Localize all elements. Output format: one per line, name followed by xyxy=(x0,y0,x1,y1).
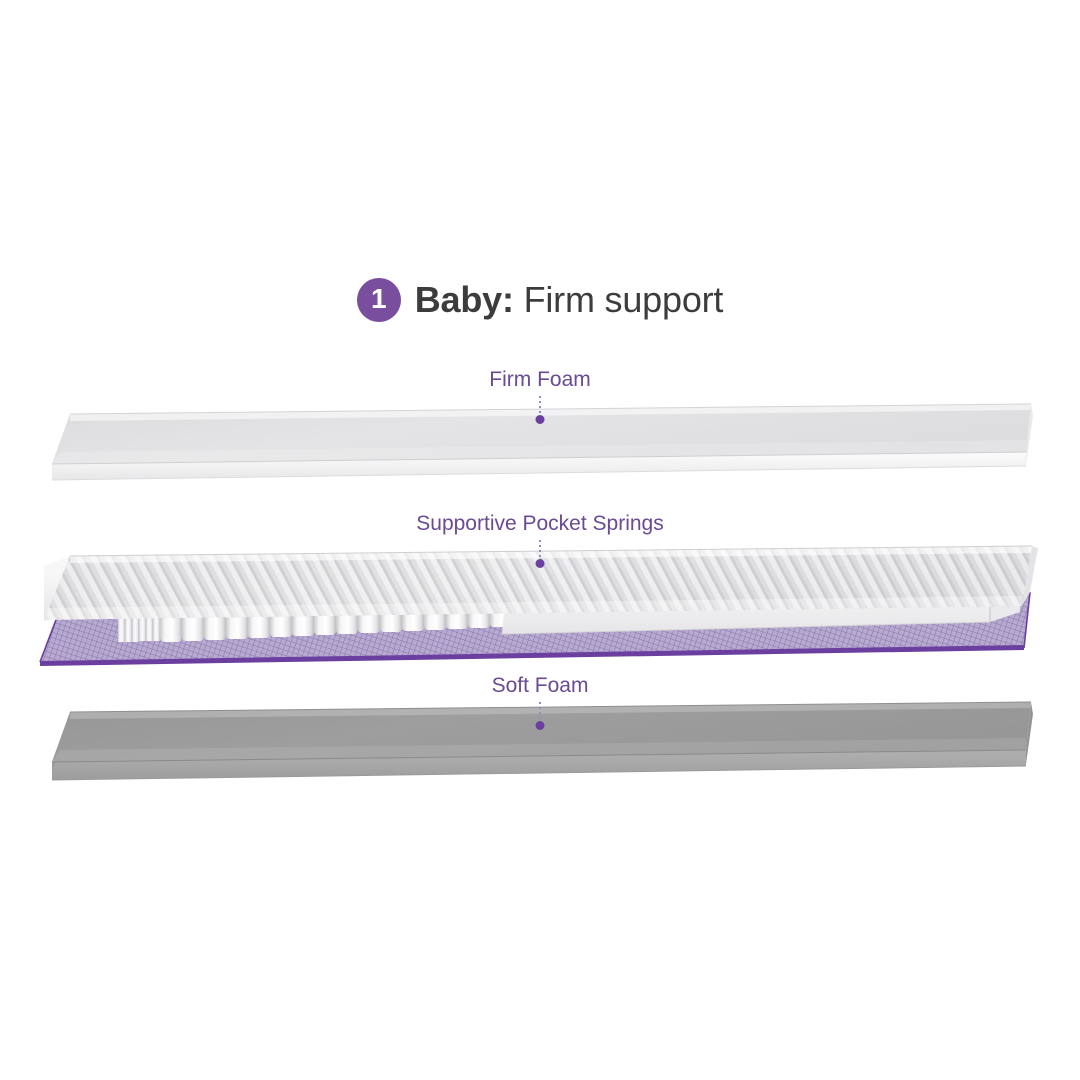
title-strong: Baby: xyxy=(414,279,514,320)
firm-foam-front-edge xyxy=(52,452,1026,480)
callout-pocket-springs-label: Supportive Pocket Springs xyxy=(416,512,664,535)
firm-foam-top-face xyxy=(52,404,1031,464)
soft-foam-front-edge xyxy=(52,750,1026,780)
title-light: Firm support xyxy=(523,279,724,320)
callout-firm-foam-leader xyxy=(539,396,541,416)
callout-soft-foam: Soft Foam xyxy=(240,674,840,722)
callout-pocket-springs: Supportive Pocket Springs xyxy=(240,512,840,560)
soft-foam-slab xyxy=(51,701,1033,781)
soft-foam-top-face xyxy=(52,702,1031,762)
step-badge: 1 xyxy=(356,278,401,322)
callout-soft-foam-label: Soft Foam xyxy=(491,674,589,697)
page-title: 1 Baby: Firm support xyxy=(0,272,1080,328)
pocket-spring-unit xyxy=(39,545,1038,666)
title-text: Baby: Firm support xyxy=(415,279,724,321)
callout-firm-foam: Firm Foam xyxy=(240,368,840,416)
spring-right-end xyxy=(1022,546,1038,606)
firm-foam-slab xyxy=(51,403,1033,481)
soft-foam-right-edge xyxy=(1026,702,1033,764)
callout-firm-foam-label: Firm Foam xyxy=(489,368,591,391)
callout-soft-foam-leader xyxy=(539,702,541,722)
firm-foam-right-edge xyxy=(1026,404,1033,464)
callout-pocket-springs-leader xyxy=(539,540,541,560)
